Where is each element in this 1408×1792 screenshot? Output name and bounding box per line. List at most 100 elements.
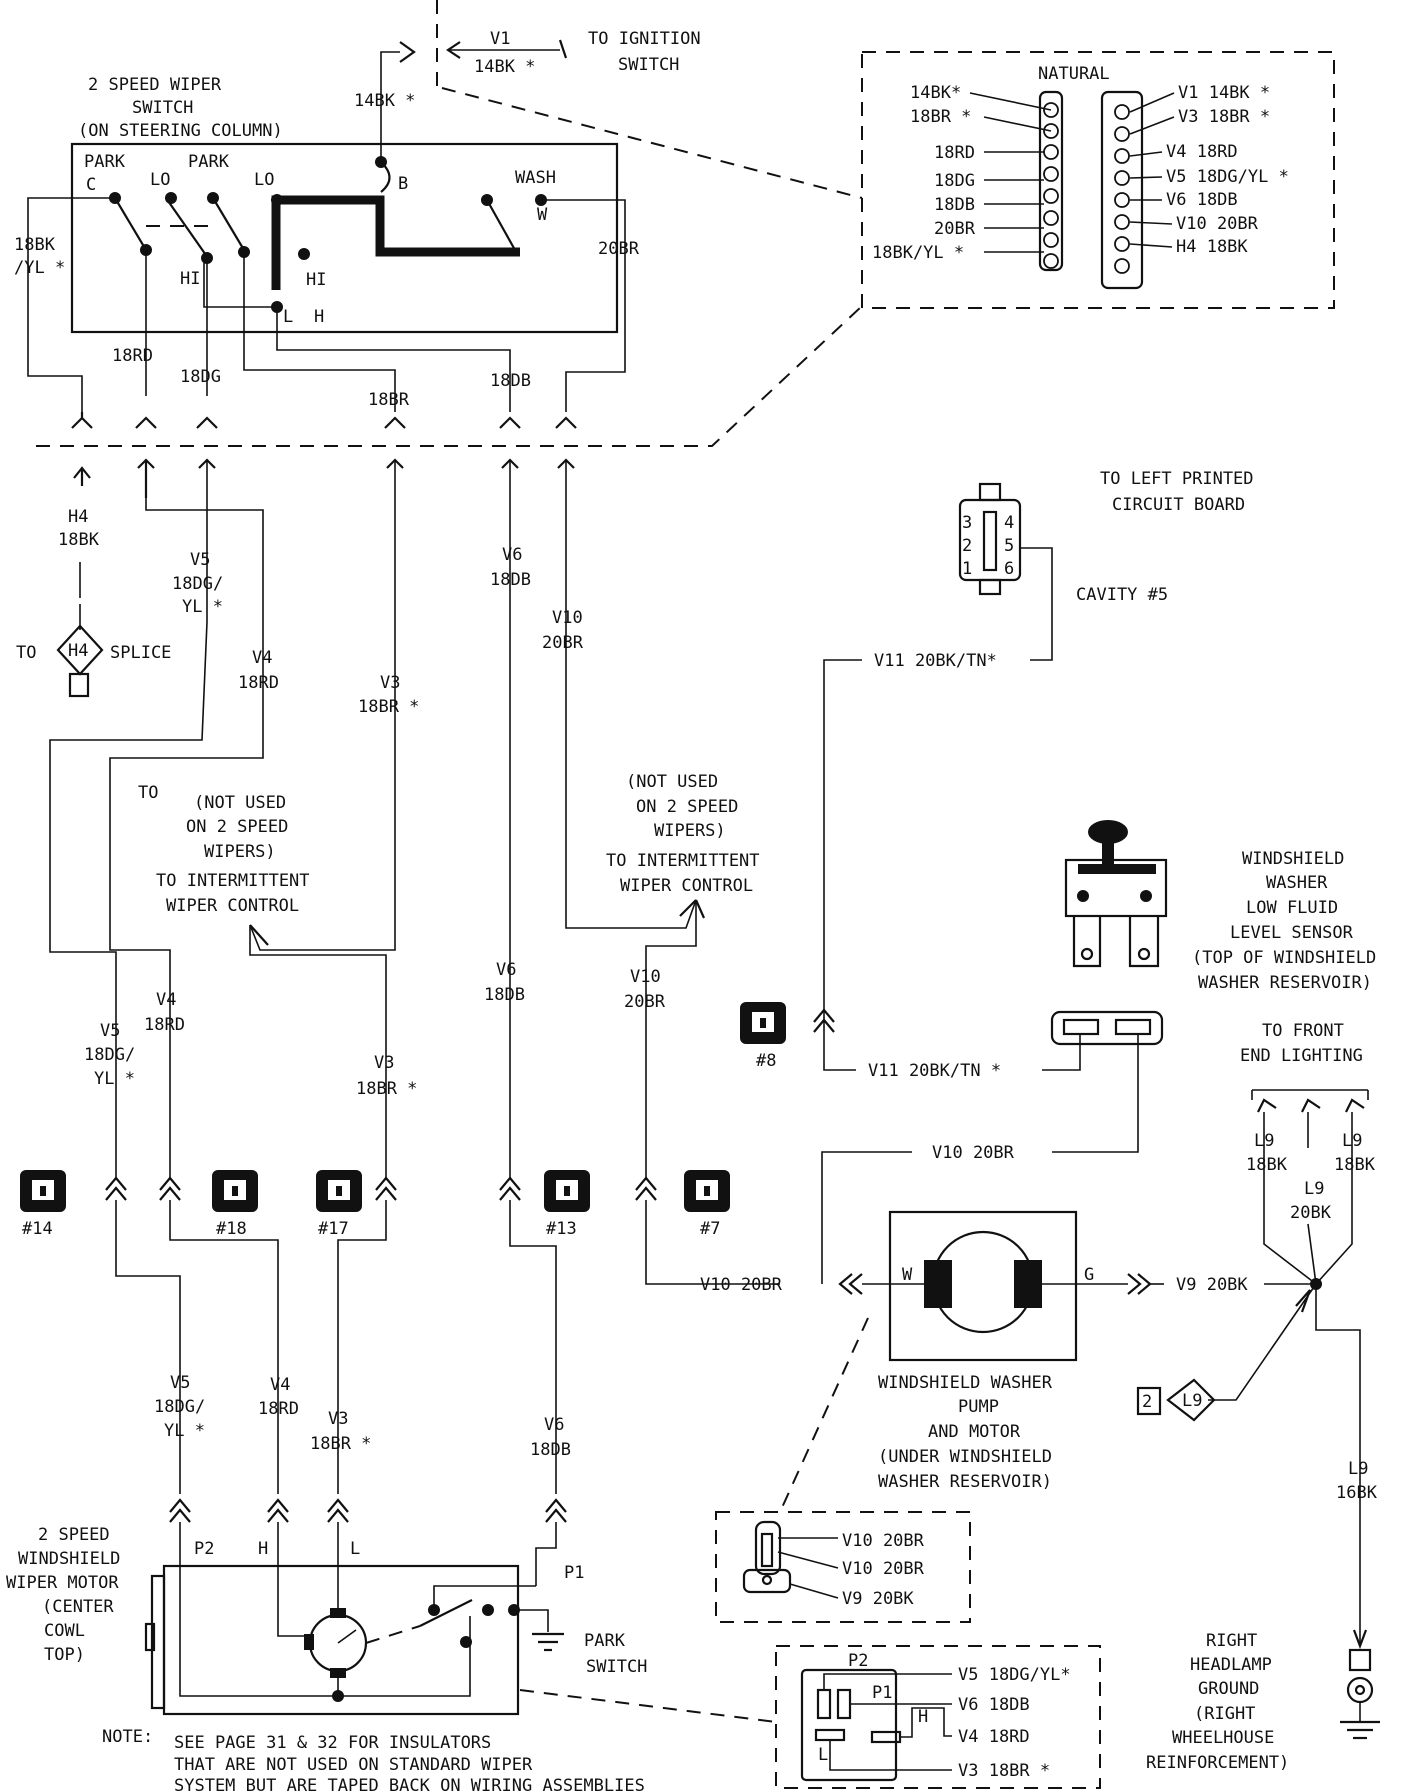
h4-wire: 18BK xyxy=(58,530,100,550)
mid-v3-1: V3 xyxy=(380,673,400,693)
h4-diamond-label: H4 xyxy=(68,641,88,661)
mconn-p2: P2 xyxy=(848,1651,868,1671)
ground-2: GROUND xyxy=(1198,1679,1259,1699)
l9a-1: L9 xyxy=(1254,1131,1274,1151)
not-used-left-4: TO INTERMITTENT xyxy=(156,871,310,891)
diamond-2: 2 xyxy=(1142,1392,1152,1412)
natural-right-6: H4 18BK xyxy=(1176,237,1248,257)
natural-left-3: 18DG xyxy=(934,171,975,191)
connector-13-label: #13 xyxy=(546,1219,577,1239)
ground-1: HEADLAMP xyxy=(1190,1655,1272,1675)
motor-l: L xyxy=(350,1539,360,1559)
mconn-wire-2: V4 18RD xyxy=(958,1727,1030,1747)
not-used-right-4: WIPER CONTROL xyxy=(620,876,753,896)
lower-v4-2: 18RD xyxy=(144,1015,185,1035)
bottom-v4-1: V4 xyxy=(270,1375,290,1395)
connector-row: #14 #18 #17 #13 #7 xyxy=(20,1002,786,1494)
pcb-pin-2: 2 xyxy=(962,536,972,556)
mid-v4-1: V4 xyxy=(252,648,272,668)
pump-w: W xyxy=(902,1265,913,1285)
natural-right-1: V3 18BR * xyxy=(1178,107,1270,127)
not-used-left-0: TO xyxy=(138,783,158,803)
natural-left-0: 14BK* xyxy=(910,83,961,103)
pump-title-3: (UNDER WINDSHIELD xyxy=(878,1447,1052,1467)
not-used-right: (NOT USED ON 2 SPEED WIPERS) TO INTERMIT… xyxy=(606,772,760,896)
mconn-wire-1: V6 18DB xyxy=(958,1695,1030,1715)
lower-v5-2: 18DG/ xyxy=(84,1045,135,1065)
ground-3: (RIGHT xyxy=(1194,1704,1255,1724)
note-line-0: SEE PAGE 31 & 32 FOR INSULATORS xyxy=(174,1733,491,1753)
bottom-v4-2: 18RD xyxy=(258,1399,299,1419)
pump-v9: V9 20BK xyxy=(1176,1275,1248,1295)
h4-label: H4 xyxy=(68,507,88,527)
switch-park2: PARK xyxy=(188,152,230,172)
pump-title-2: AND MOTOR xyxy=(928,1422,1021,1442)
pcb-pin-3: 3 xyxy=(962,513,972,533)
switch-title-2: SWITCH xyxy=(132,98,193,118)
connector-7-label: #7 xyxy=(700,1219,720,1239)
connector-18: #18 xyxy=(212,1170,258,1239)
lower-v3-1: V3 xyxy=(374,1053,394,1073)
l9c-2: 20BK xyxy=(1290,1203,1332,1223)
natural-right-labels: V1 14BK * V3 18BR * V4 18RD V5 18DG/YL *… xyxy=(1129,83,1289,257)
switch-bus-bar xyxy=(271,195,520,290)
motor-title-1: WINDSHIELD xyxy=(18,1549,120,1569)
h4-splice-label: SPLICE xyxy=(110,643,171,663)
sensor-title-4: (TOP OF WINDSHIELD xyxy=(1192,948,1376,968)
natural-left-5: 20BR xyxy=(934,219,976,239)
not-used-right-3: TO INTERMITTENT xyxy=(606,851,760,871)
pump-title-4: WASHER RESERVOIR) xyxy=(878,1472,1052,1492)
motor-title-2: WIPER MOTOR xyxy=(6,1573,119,1593)
note: NOTE: SEE PAGE 31 & 32 FOR INSULATORS TH… xyxy=(102,1727,645,1792)
pcb-pin-5: 5 xyxy=(1004,536,1014,556)
switch-w: W xyxy=(537,205,548,225)
not-used-left-2: ON 2 SPEED xyxy=(186,817,288,837)
switch-title-3: (ON STEERING COLUMN) xyxy=(78,121,283,141)
not-used-left-5: WIPER CONTROL xyxy=(166,896,299,916)
mid-v6-1: V6 xyxy=(502,545,522,565)
lower-v6-1: V6 xyxy=(496,960,516,980)
wire-20br-top: 20BR xyxy=(598,239,640,259)
wire-18db-top: 18DB xyxy=(490,371,531,391)
natural-title: NATURAL xyxy=(1038,64,1110,84)
connector-14: #14 xyxy=(20,1170,66,1239)
lower-v4-1: V4 xyxy=(156,990,176,1010)
pcb-pin-6: 6 xyxy=(1004,559,1014,579)
bottom-v5-3: YL * xyxy=(164,1421,205,1441)
bottom-v6-1: V6 xyxy=(544,1415,564,1435)
pcb-cavity: CAVITY #5 xyxy=(1076,585,1168,605)
pump-v10-top: V10 20BR xyxy=(932,1143,1015,1163)
motor-p1: P1 xyxy=(564,1563,584,1583)
motor-h: H xyxy=(258,1539,268,1559)
motor-title-0: 2 SPEED xyxy=(38,1525,110,1545)
motor-p2: P2 xyxy=(194,1539,214,1559)
mid-v5-2: 18DG/ xyxy=(172,574,223,594)
natural-left-2: 18RD xyxy=(934,143,975,163)
wiper-motor: 2 SPEED WINDSHIELD WIPER MOTOR (CENTER C… xyxy=(6,1498,647,1716)
bottom-v3-1: V3 xyxy=(328,1409,348,1429)
connector-7: #7 xyxy=(684,1170,730,1239)
pcb-wire: V11 20BK/TN* xyxy=(874,651,997,671)
l9b-2: 18BK xyxy=(1334,1155,1376,1175)
not-used-right-0: (NOT USED xyxy=(626,772,718,792)
front-lighting: TO FRONT END LIGHTING L9 18BK L9 18BK L9… xyxy=(1136,1021,1380,1773)
bottom-v5-2: 18DG/ xyxy=(154,1397,205,1417)
mid-v6-2: 18DB xyxy=(490,570,531,590)
wire-18dg-top: 18DG xyxy=(180,367,221,387)
front-title-0: TO FRONT xyxy=(1262,1021,1344,1041)
switch-h: H xyxy=(314,307,324,327)
not-used-left: TO (NOT USED ON 2 SPEED WIPERS) TO INTER… xyxy=(138,783,310,916)
switch-park1: PARK xyxy=(84,152,126,172)
mconn-wire-0: V5 18DG/YL* xyxy=(958,1665,1071,1685)
ignition-wire: 14BK * xyxy=(474,57,535,77)
h4-splice: H4 18BK TO H4 SPLICE xyxy=(16,466,171,698)
pump-v10-left: V10 20BR xyxy=(700,1275,783,1295)
pump-title-0: WINDSHIELD WASHER xyxy=(878,1373,1053,1393)
note-line-1: THAT ARE NOT USED ON STANDARD WIPER xyxy=(174,1755,533,1775)
mconn-l: L xyxy=(818,1745,828,1765)
natural-left-1: 18BR * xyxy=(910,107,971,127)
front-title-1: END LIGHTING xyxy=(1240,1046,1363,1066)
ignition-switch-ref: V1 14BK * TO IGNITION SWITCH xyxy=(399,0,701,88)
washer-pump: V10 20BR V10 20BR W G V9 20BK WINDSHIELD… xyxy=(700,1143,1316,1513)
bottom-v6-2: 18DB xyxy=(530,1440,571,1460)
